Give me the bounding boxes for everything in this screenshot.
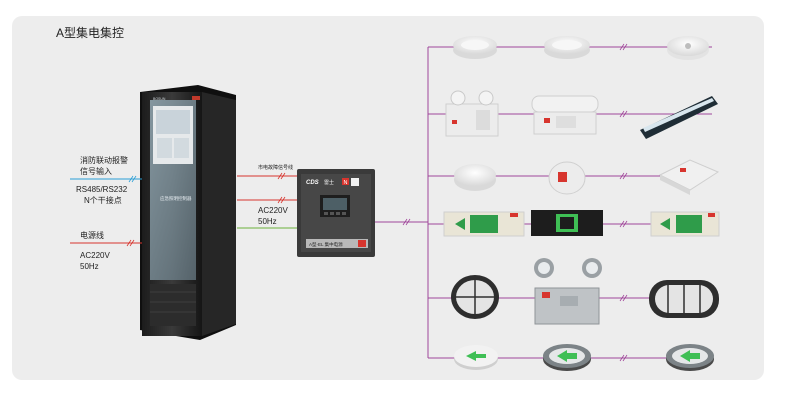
exit-sign-icon: [443, 211, 525, 237]
downlight-icon: [544, 36, 590, 59]
controller-bottom-label: A型-EL 集中电源: [309, 241, 343, 248]
fire-alarm-input-label: 消防联动报警 信号输入: [80, 156, 128, 176]
wall-round-icon: [548, 161, 586, 195]
rs485-label: RS485/RS232 N个干接点: [76, 185, 128, 205]
bulkhead-round-icon: [451, 275, 499, 319]
controller-mark: N: [344, 180, 348, 186]
exit-sign-icon: [650, 211, 720, 237]
controller-power-label: AC220V 50Hz: [258, 206, 288, 226]
dome-light-icon: [454, 164, 496, 191]
diagram-panel: [12, 16, 764, 380]
control-cabinet: BOSUN 应急照明控制器: [140, 85, 236, 340]
ceiling-round-icon: [667, 36, 709, 60]
power-line-label: 电源线: [80, 231, 104, 240]
controller-input-lines: [237, 172, 300, 229]
controller-brand: CDS: [306, 180, 319, 186]
device-row-1: [453, 36, 709, 60]
diagram-title: A型集电集控: [56, 26, 125, 40]
bulkhead-oval-icon: [649, 280, 719, 318]
tube-light-icon: [640, 96, 718, 139]
ex-twin-spot-icon: [534, 258, 602, 325]
cabinet-brand-tag: BOSUN: [153, 97, 166, 101]
device-row-2: [445, 90, 718, 139]
exit-sign-dark-icon: [531, 210, 603, 236]
cabinet-name: 应急照明控制器: [160, 195, 192, 202]
device-row-6: [454, 344, 714, 371]
ceiling-square-icon: [658, 159, 720, 195]
device-row-4: [443, 210, 720, 237]
downlight-icon: [453, 36, 497, 59]
device-row-5: [451, 258, 719, 325]
floor-arrow-icon: [666, 344, 714, 371]
floor-arrow-icon: [454, 345, 498, 370]
floor-arrow-icon: [543, 344, 591, 371]
device-row-3: [454, 159, 720, 195]
output-line: [375, 218, 428, 226]
twin-spot-icon: [445, 90, 499, 137]
power-spec-label: AC220V 50Hz: [80, 251, 110, 271]
mains-fault-signal-label: 市电故障信号线: [258, 165, 294, 171]
controller-brand-cn: 雷士: [324, 179, 334, 186]
left-input-lines: [70, 175, 142, 247]
panel-exit-icon: [531, 95, 599, 135]
bus-break-marks: [619, 43, 628, 362]
central-power-supply-box: CDS 雷士 N A型-EL 集中电源: [297, 169, 375, 257]
